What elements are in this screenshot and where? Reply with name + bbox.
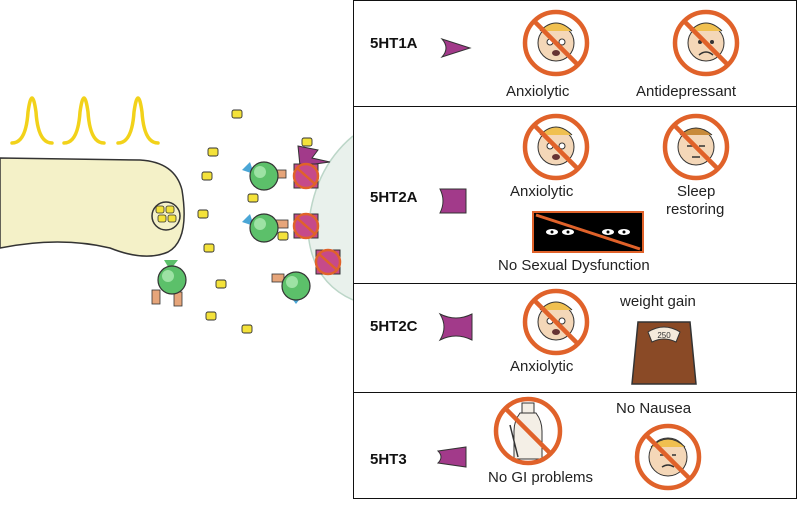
caption-anxiolytic-1: Anxiolytic xyxy=(506,83,570,100)
row-5ht2c: 5HT2C Anxiolytic weight gain 250 xyxy=(353,283,797,394)
row-5ht1a: 5HT1A Anxiolytic xyxy=(353,0,797,108)
scale-reading: 250 xyxy=(657,331,671,340)
blocked-receptors xyxy=(292,162,342,276)
spike-3 xyxy=(116,96,160,145)
vesicle-serotonin xyxy=(155,205,177,223)
caption-restoring: restoring xyxy=(666,201,725,218)
caption-no-nausea: No Nausea xyxy=(616,400,692,417)
tired-face-icon xyxy=(662,113,730,181)
caption-sleep: Sleep xyxy=(677,183,716,200)
receptor-shape-5ht2c xyxy=(438,312,473,342)
bottle-icon xyxy=(493,396,563,466)
caption-anxiolytic-3: Anxiolytic xyxy=(510,358,574,375)
spike-1 xyxy=(10,96,54,145)
release-arrow xyxy=(297,145,331,167)
receptor-table: 5HT1A Anxiolytic xyxy=(353,0,800,505)
action-potential-spikes xyxy=(10,96,160,145)
receptor-label-5ht1a: 5HT1A xyxy=(370,35,418,52)
synapse-illustration xyxy=(0,96,353,334)
drug-molecules xyxy=(151,161,311,307)
serotonin-molecules xyxy=(197,109,313,334)
caption-antidepressant: Antidepressant xyxy=(636,83,737,100)
sad-face-icon xyxy=(672,9,740,77)
receptor-shape-5ht1a xyxy=(440,37,472,59)
presynaptic-neuron xyxy=(0,157,185,257)
bathroom-scale-icon: 250 xyxy=(631,321,697,385)
spike-2 xyxy=(62,96,106,145)
anxious-face-icon xyxy=(522,113,590,181)
receptor-shape-5ht3 xyxy=(436,446,467,468)
receptor-label-5ht2c: 5HT2C xyxy=(370,318,418,335)
row-5ht3: 5HT3 No GI problems No Nausea xyxy=(353,392,797,499)
row-5ht2a: 5HT2A Anxiolytic xyxy=(353,106,797,285)
anxious-face-icon xyxy=(522,288,590,356)
anxious-face-icon xyxy=(522,9,590,77)
dark-eyes-icon xyxy=(532,211,644,253)
receptor-label-5ht3: 5HT3 xyxy=(370,451,407,468)
receptor-shape-5ht2a xyxy=(439,188,467,214)
caption-anxiolytic-2: Anxiolytic xyxy=(510,183,574,200)
receptor-label-5ht2a: 5HT2A xyxy=(370,189,418,206)
caption-weight-gain: weight gain xyxy=(620,293,696,310)
caption-no-sexual-dysfunction: No Sexual Dysfunction xyxy=(498,257,650,274)
caption-no-gi-problems: No GI problems xyxy=(488,469,594,486)
nauseous-face-icon xyxy=(634,423,702,491)
